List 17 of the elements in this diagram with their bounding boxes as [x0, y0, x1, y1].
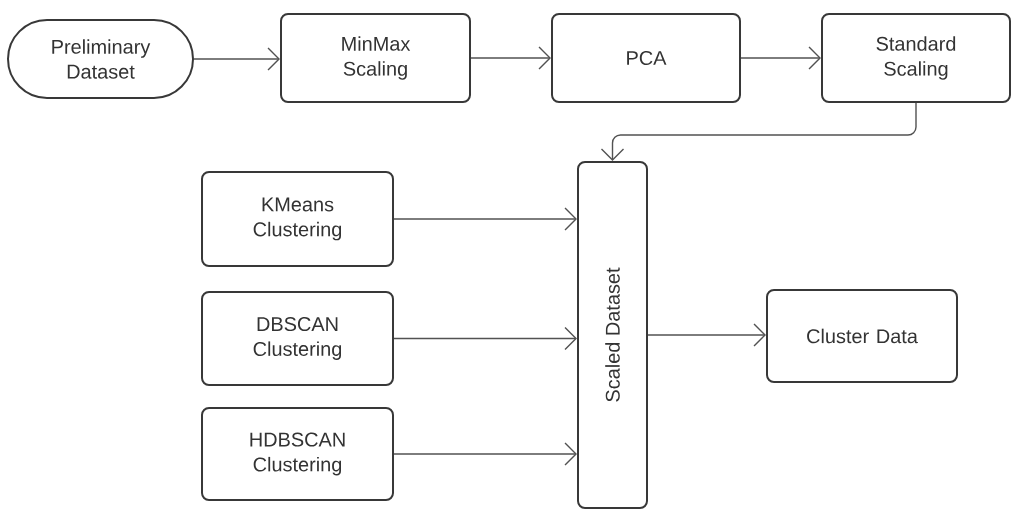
arrow: [393, 207, 577, 231]
arrow: [393, 442, 577, 466]
process-box: Scaled Dataset: [577, 161, 648, 509]
arrow: [470, 46, 551, 70]
process-box: Standard Scaling: [821, 13, 1011, 103]
process-box: MinMax Scaling: [280, 13, 471, 103]
arrow: [393, 326, 577, 351]
arrow: [600, 102, 917, 161]
process-box: KMeans Clustering: [201, 171, 394, 267]
process-box: Cluster Data: [766, 289, 958, 383]
arrow: [647, 323, 766, 347]
process-box: PCA: [551, 13, 741, 103]
arrow: [193, 47, 280, 71]
arrow: [740, 46, 821, 70]
start-terminal: Preliminary Dataset: [7, 19, 194, 99]
process-box: HDBSCAN Clustering: [201, 407, 394, 501]
process-box: DBSCAN Clustering: [201, 291, 394, 386]
